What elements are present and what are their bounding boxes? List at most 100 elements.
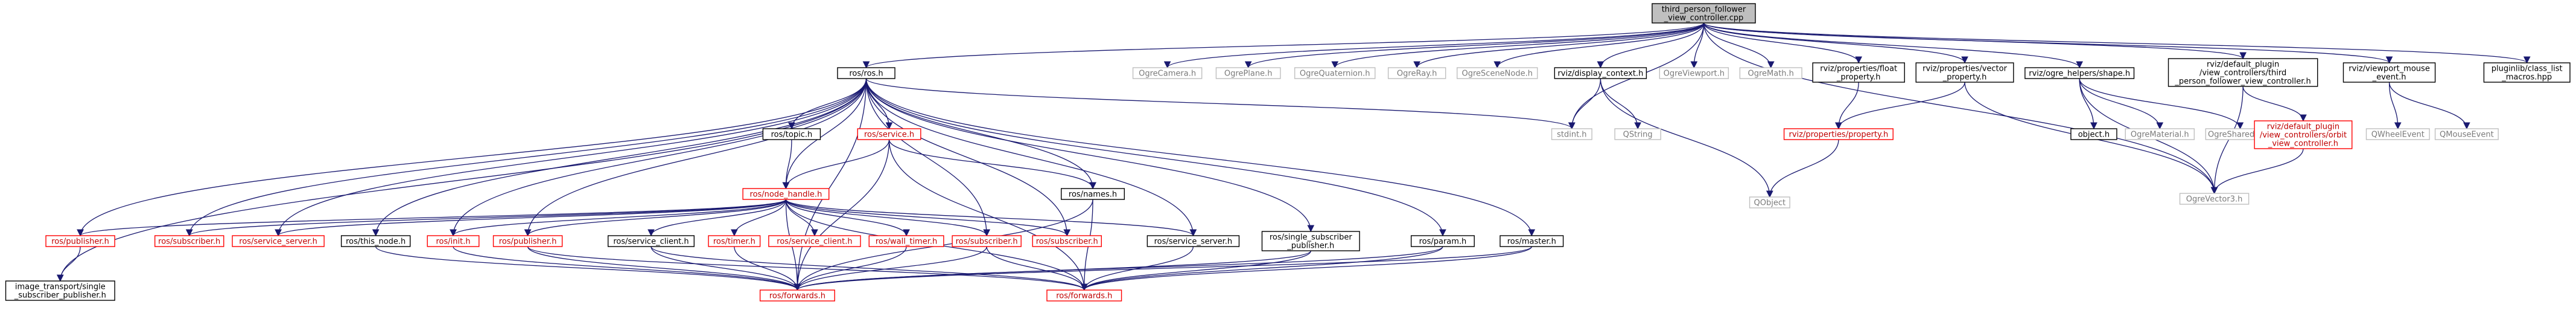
edge-ros_ros-to-image_transport <box>57 78 867 282</box>
node-box <box>2434 128 2499 140</box>
node-node_handle[interactable]: ros/node_handle.h <box>742 188 830 200</box>
node-box <box>1294 67 1376 79</box>
node-box <box>1614 128 1661 140</box>
edge-root-to-display_context <box>1597 22 1705 69</box>
edge-node_handle-to-subscriber_1 <box>186 199 787 237</box>
node-orbit_vc[interactable]: rviz/default_plugin/view_controllers/orb… <box>2254 120 2353 149</box>
edge-shape-to-OgreSharedPtr <box>2079 78 2244 130</box>
edge-ros_topic-to-node_handle <box>782 139 792 190</box>
node-forwards_1[interactable]: ros/forwards.h <box>759 289 835 302</box>
edge-root-to-vector_property <box>1703 22 1968 64</box>
edge-ros_ros-to-publisher_left <box>77 78 867 237</box>
edge-node_handle-to-service_server_1 <box>275 199 787 237</box>
node-box <box>2342 62 2436 83</box>
node-label: ros/service_client.h <box>613 237 689 247</box>
node-box <box>1551 128 1592 140</box>
node-master[interactable]: ros/master.h <box>1499 235 1564 247</box>
node-forwards_2[interactable]: ros/forwards.h <box>1046 289 1122 302</box>
edge-ros_ros-to-node_handle <box>782 78 867 190</box>
node-wall_timer[interactable]: ros/wall_timer.h <box>868 235 944 247</box>
edge-root-to-OgreViewport <box>1690 22 1705 69</box>
node-image_transport[interactable]: image_transport/single_subscriber_publis… <box>5 280 115 301</box>
node-rviz_property[interactable]: rviz/properties/property.h <box>1783 128 1894 140</box>
node-single_sub_pub[interactable]: ros/single_subscriber_publisher.h <box>1261 231 1360 251</box>
node-mouse_event[interactable]: rviz/viewport_mouse_event.h <box>2342 62 2436 83</box>
node-OgreMath: OgreMath.h <box>1739 67 1802 79</box>
edge-root-to-class_list_macros <box>1703 22 2531 64</box>
node-ros_topic[interactable]: ros/topic.h <box>762 128 821 140</box>
node-label: ros/names.h <box>1069 190 1117 199</box>
edge-ros_ros-to-names <box>865 78 1096 190</box>
node-label: rviz/properties/float <box>1820 65 1897 74</box>
node-label: OgreViewport.h <box>1664 69 1725 79</box>
edge-wall_timer-to-forwards_1 <box>793 246 907 291</box>
node-class_list_macros[interactable]: pluginlib/class_list_macros.hpp <box>2483 62 2571 83</box>
node-subscriber_3[interactable]: ros/subscriber.h <box>1032 235 1102 247</box>
node-timer[interactable]: ros/timer.h <box>708 235 761 247</box>
edge-root-to-OgreSceneNode <box>1493 22 1705 69</box>
node-stdint: stdint.h <box>1551 128 1592 140</box>
node-label: OgreMath.h <box>1748 69 1793 79</box>
edge-float_property-to-rviz_property <box>1835 82 1859 130</box>
node-label: ros/node_handle.h <box>750 190 822 199</box>
node-init[interactable]: ros/init.h <box>427 235 480 247</box>
node-ros_service[interactable]: ros/service.h <box>857 128 921 140</box>
node-OgreSceneNode: OgreSceneNode.h <box>1457 67 1538 79</box>
node-service_client[interactable]: ros/service_client.h <box>608 235 695 247</box>
edge-vector_property-to-rviz_property <box>1835 82 1965 130</box>
edge-ros_ros-to-subscriber_1 <box>185 78 867 237</box>
node-box <box>2125 128 2195 140</box>
node-names[interactable]: ros/names.h <box>1061 188 1125 200</box>
edge-root-to-OgreRay <box>1413 22 1705 69</box>
node-subscriber_1[interactable]: ros/subscriber.h <box>154 235 224 247</box>
edge-ros_ros-to-subscriber_2 <box>865 78 990 237</box>
dependency-edges <box>56 22 2531 291</box>
node-service_server_2[interactable]: ros/service_server.h <box>1146 235 1240 247</box>
edge-root-to-OgreMath <box>1703 22 1775 69</box>
node-label: ros/forwards.h <box>1056 292 1112 301</box>
node-box <box>608 235 695 247</box>
node-box <box>2365 128 2430 140</box>
edge-ros_service-to-forwards_1 <box>793 139 890 291</box>
node-label: _person_follower_view_controller.h <box>2174 77 2310 86</box>
node-publisher_left[interactable]: ros/publisher.h <box>45 235 115 247</box>
node-publisher_2[interactable]: ros/publisher.h <box>492 235 563 247</box>
node-subscriber_2[interactable]: ros/subscriber.h <box>952 235 1022 247</box>
node-box <box>1387 67 1446 79</box>
node-label: ros/publisher.h <box>499 237 557 247</box>
edge-node_handle-to-service_server_2 <box>785 199 1197 237</box>
node-label: ros/publisher.h <box>51 237 109 247</box>
node-box <box>1046 289 1122 302</box>
dependency-nodes: third_person_follower_view_controller.cp… <box>5 3 2571 302</box>
node-label: ros/service_server.h <box>1154 237 1233 247</box>
node-vector_property[interactable]: rviz/properties/vector_property.h <box>1915 62 2014 83</box>
node-shape[interactable]: rviz/ogre_helpers/shape.h <box>2024 67 2135 79</box>
node-label: _event.h <box>2372 73 2406 82</box>
node-param[interactable]: ros/param.h <box>1410 235 1475 247</box>
node-label: ros/timer.h <box>713 237 755 247</box>
node-float_property[interactable]: rviz/properties/float_property.h <box>1812 62 1905 83</box>
node-box <box>2254 120 2353 149</box>
node-label: QObject <box>1754 199 1786 208</box>
node-box <box>1410 235 1475 247</box>
node-box <box>45 235 115 247</box>
node-display_context[interactable]: rviz/display_context.h <box>1554 67 1647 79</box>
node-label: rviz/viewport_mouse <box>2349 65 2430 74</box>
edge-ros_ros-to-service_server_2 <box>865 78 1197 237</box>
node-OgreMaterial: OgreMaterial.h <box>2125 128 2195 140</box>
node-root[interactable]: third_person_follower_view_controller.cp… <box>1652 3 1756 24</box>
node-service_server_1[interactable]: ros/service_server.h <box>232 235 325 247</box>
edge-shape-to-object <box>2079 78 2097 130</box>
node-label: ros/wall_timer.h <box>876 237 937 247</box>
edge-display_context-to-QObject <box>1600 78 1773 198</box>
edge-ros_ros-to-init <box>450 78 867 237</box>
node-this_node[interactable]: ros/this_node.h <box>340 235 411 247</box>
node-ros_ros[interactable]: ros/ros.h <box>837 67 895 79</box>
edge-default_plugin_tp-to-orbit_vc <box>2242 86 2307 122</box>
node-label: QString <box>1623 131 1653 140</box>
edge-display_context-to-stdint <box>1568 78 1601 130</box>
node-object[interactable]: object.h <box>2070 128 2117 140</box>
node-service_client_2[interactable]: ros/service_client.h <box>768 235 861 247</box>
edge-service_client-to-forwards_1 <box>650 246 801 291</box>
node-default_plugin_tp[interactable]: rviz/default_plugin/view_controllers/thi… <box>2167 58 2318 87</box>
